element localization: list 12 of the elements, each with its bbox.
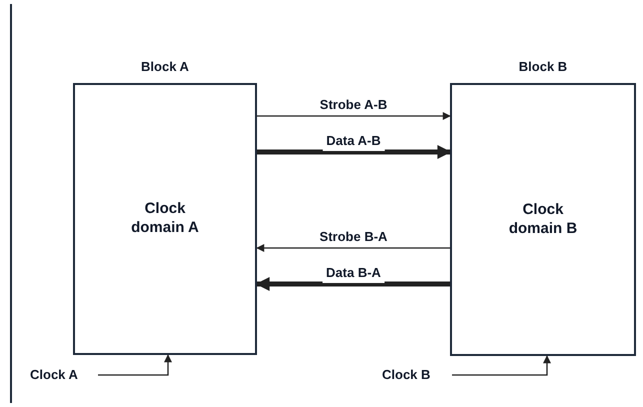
arrow <box>98 354 172 376</box>
thick-arrow <box>257 145 452 159</box>
arrow <box>256 244 450 252</box>
arrow <box>257 112 451 120</box>
signal-label: Clock A <box>30 364 92 386</box>
block-label: Clock domain B <box>508 200 578 238</box>
signal-label: Clock B <box>382 364 446 386</box>
block-label: Clock domain A <box>130 200 200 238</box>
block-heading: Block A <box>140 58 190 76</box>
arrow <box>452 355 551 376</box>
block-heading: Block B <box>518 58 568 76</box>
thick-arrow <box>256 277 450 291</box>
